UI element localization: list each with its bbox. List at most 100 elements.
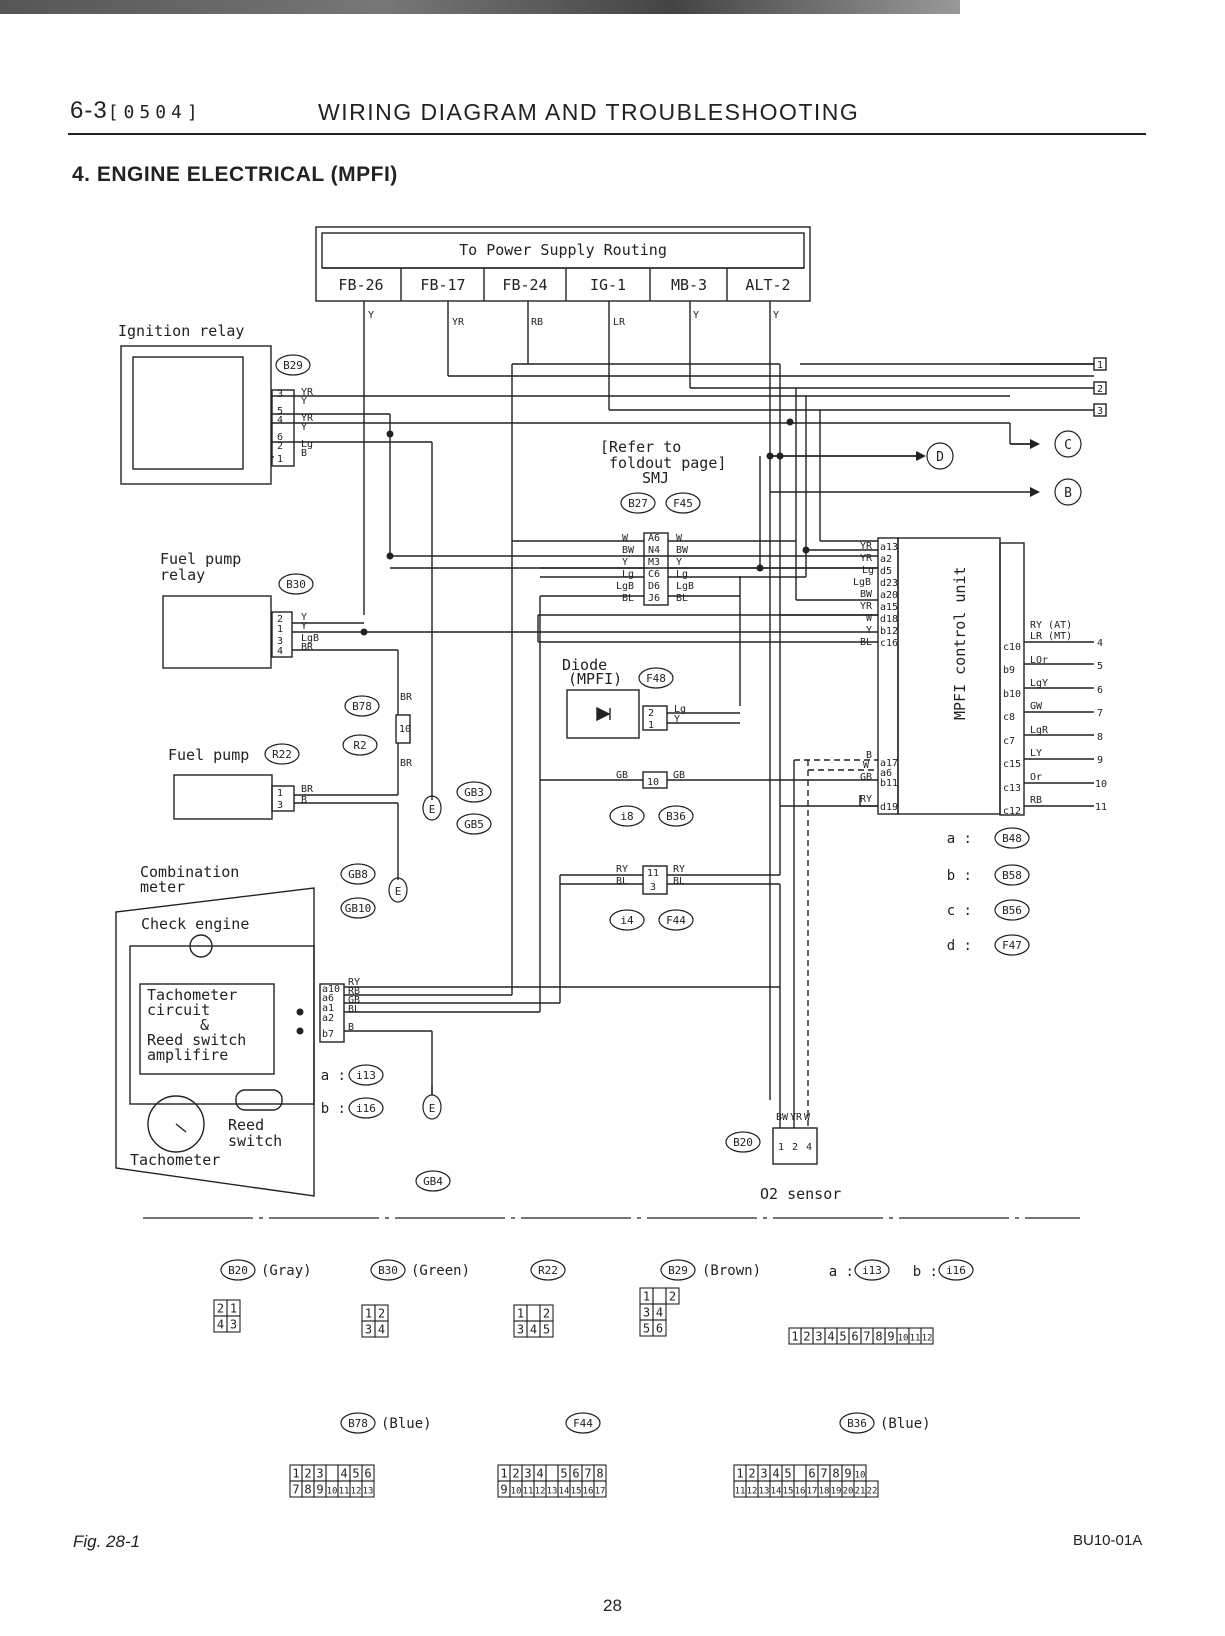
smj-left-5: LgB xyxy=(616,581,634,592)
pin-number: 1 xyxy=(791,1330,798,1344)
diode-wire-2: Y xyxy=(674,714,680,725)
fp-wire-1: BR xyxy=(301,784,314,795)
ecu-r-wire-2: LOr xyxy=(1030,655,1048,666)
fpr-pin-2: 1 xyxy=(277,624,283,635)
ecu-wire-5: BW xyxy=(860,589,873,600)
ecu-wire-9: BL xyxy=(860,637,872,648)
cm-pin-3: a1 xyxy=(322,1003,334,1014)
pin-number: 1 xyxy=(230,1302,237,1316)
pin-number: 2 xyxy=(378,1307,385,1321)
smj-pin-4: C6 xyxy=(648,569,660,580)
pin-number: 3 xyxy=(524,1467,531,1481)
view-f44-id: F44 xyxy=(573,1417,593,1430)
power-cell-1: FB-26 xyxy=(338,276,383,294)
pin-number: 3 xyxy=(643,1306,650,1320)
smj-connector xyxy=(643,532,669,606)
ignition-relay-label: Ignition relay xyxy=(118,322,244,340)
pin-cell xyxy=(526,1304,541,1322)
ground-e-3: E xyxy=(429,1102,436,1115)
ecu-pin-7: d18 xyxy=(880,614,898,625)
view-b30-color: (Green) xyxy=(411,1263,470,1279)
gb10-tag: GB10 xyxy=(345,902,372,915)
ecu-ref-3: 6 xyxy=(1097,685,1103,696)
supply-wire-4: LR xyxy=(613,317,626,328)
fuel-pump-relay-label: Fuel pump xyxy=(160,550,241,568)
ecu-lower-wire-2: W xyxy=(863,760,870,771)
ign-wire-6: B xyxy=(301,448,307,459)
ecu-r-pin-6: c15 xyxy=(1003,759,1021,770)
fpr-pin-4: 4 xyxy=(277,646,283,657)
diode-pin-1: 2 xyxy=(648,708,654,719)
ecu-box xyxy=(897,537,1001,815)
pin-number: 15 xyxy=(783,1487,794,1497)
ignition-relay-box xyxy=(120,345,272,485)
view-i13-b-id: i16 xyxy=(946,1264,966,1277)
refer-line-3: SMJ xyxy=(642,469,669,487)
pin-cell xyxy=(374,1320,389,1338)
pin-number: 7 xyxy=(863,1330,870,1344)
legend-b-key: b : xyxy=(947,868,972,884)
pin-number: 5 xyxy=(543,1323,550,1337)
ign-pin-5: 2 xyxy=(277,441,283,452)
pin-number: 2 xyxy=(304,1467,311,1481)
view-i13-b-key: b : xyxy=(913,1264,938,1280)
pin-number: 3 xyxy=(230,1318,237,1332)
smj-right-1: W xyxy=(676,533,683,544)
ign-pin-1: 3 xyxy=(277,389,283,400)
smj-pin-2: N4 xyxy=(648,545,660,556)
fpr-pin-1: 2 xyxy=(277,614,283,625)
diode-pin-2: 1 xyxy=(648,720,654,731)
ecu-wire-4: LgB xyxy=(853,577,871,588)
supply-wire-5: Y xyxy=(693,310,699,321)
pin-number: 2 xyxy=(669,1290,676,1304)
fpr-pin-3: 3 xyxy=(277,636,283,647)
pin-number: 21 xyxy=(855,1487,866,1497)
tach-line-3: & xyxy=(200,1016,209,1034)
cm-pin-1: a10 xyxy=(322,984,340,995)
supply-wire-1: Y xyxy=(368,310,374,321)
ecu-wire-3: Lg xyxy=(862,565,874,576)
b27-tag: B27 xyxy=(628,497,648,510)
gb8-tag: GB8 xyxy=(348,868,368,881)
view-b29-id: B29 xyxy=(668,1264,688,1277)
arrow-b-label: B xyxy=(1064,486,1072,501)
power-cell-4: IG-1 xyxy=(590,276,626,294)
ecu-ref-2: 5 xyxy=(1097,661,1103,672)
pin-cell xyxy=(865,1480,879,1498)
view-b20-id: B20 xyxy=(228,1264,248,1277)
pin-number: 4 xyxy=(536,1467,543,1481)
smj-left-2: BW xyxy=(622,545,635,556)
smj-left-4: Lg xyxy=(622,569,634,580)
supply-wire-3: RB xyxy=(531,317,543,328)
pin-number: 12 xyxy=(922,1334,933,1344)
smj-left-3: Y xyxy=(622,557,628,568)
pin-cell xyxy=(593,1480,607,1498)
pin-cell xyxy=(920,1327,934,1345)
fpr-wire-3: LgB xyxy=(301,633,319,644)
i8-pin: 10 xyxy=(647,777,659,788)
i8-right: GB xyxy=(673,770,685,781)
pin-number: 11 xyxy=(910,1334,921,1344)
pin-number: 8 xyxy=(304,1483,311,1497)
pin-number: 22 xyxy=(867,1487,878,1497)
i4-tag: i4 xyxy=(620,914,634,927)
smj-right-5: LgB xyxy=(676,581,694,592)
view-i13-a-key: a : xyxy=(829,1264,854,1280)
figure-code: BU10-01A xyxy=(1073,1532,1143,1549)
view-b78-color: (Blue) xyxy=(381,1416,432,1432)
pin-number: 12 xyxy=(535,1487,546,1497)
pin-number: 4 xyxy=(217,1318,224,1332)
pin-number: 14 xyxy=(559,1487,570,1497)
pin-number: 2 xyxy=(803,1330,810,1344)
smj-left-6: BL xyxy=(622,593,634,604)
i4-right-1: RY xyxy=(673,864,685,875)
pin-number: 5 xyxy=(784,1467,791,1481)
pin-cell xyxy=(652,1319,667,1337)
pin-number: 11 xyxy=(523,1487,534,1497)
f45-tag: F45 xyxy=(673,497,693,510)
pin-number: 17 xyxy=(595,1487,606,1497)
ecu-lower-pin-1: a17 xyxy=(880,758,898,769)
pin-number: 8 xyxy=(596,1467,603,1481)
ecu-lower-wire-3: GB xyxy=(860,772,872,783)
ecu-lower-pin-3: b11 xyxy=(880,778,898,789)
